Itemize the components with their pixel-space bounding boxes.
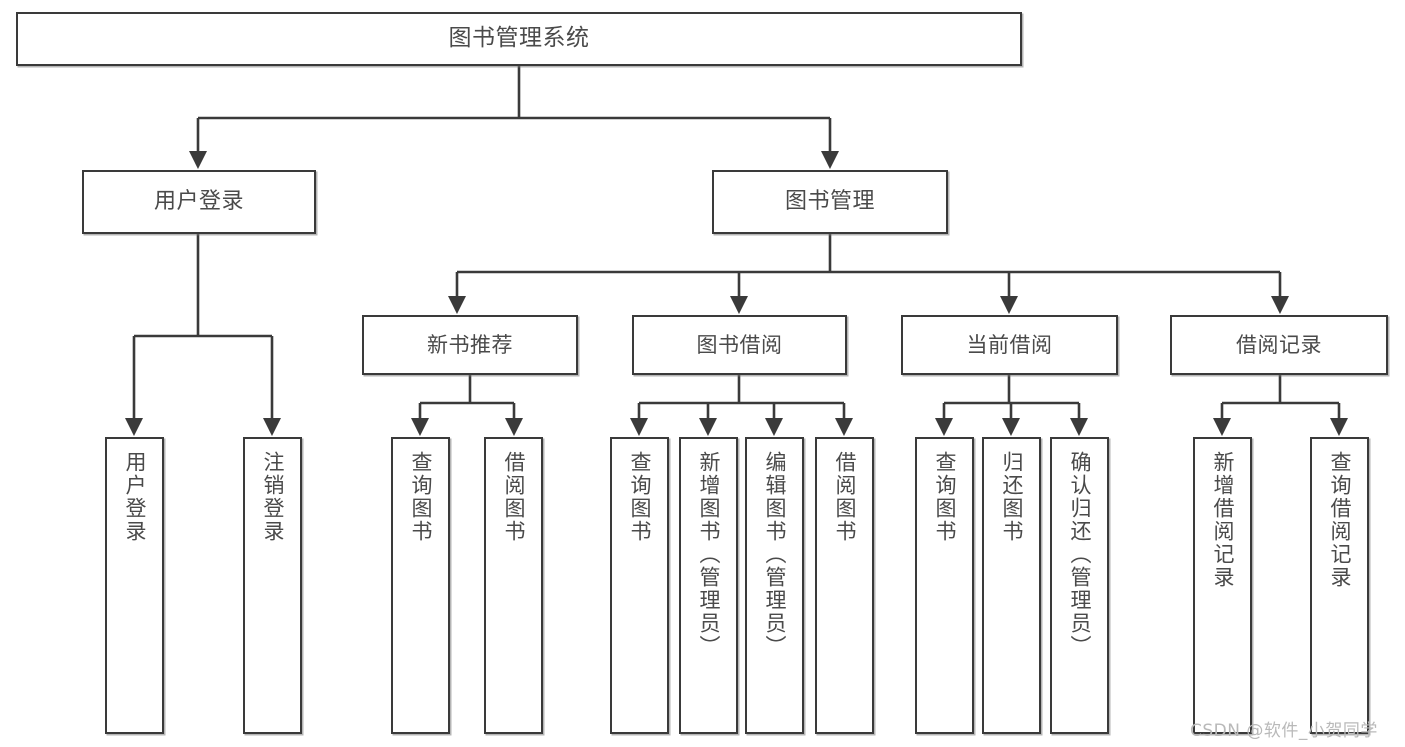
- node-book-management-label: 图书管理: [784, 189, 875, 215]
- csdn-watermark: CSDN @软件_小贺同学: [1190, 721, 1378, 741]
- leaf-edit-book-admin[interactable]: 编辑图书（管理员）: [745, 437, 804, 734]
- leaf-logout-label: 注销登录: [260, 451, 285, 543]
- leaf-query-book-current[interactable]: 查询图书: [915, 437, 974, 734]
- leaf-edit-book-admin-label: 编辑图书（管理员）: [762, 451, 787, 658]
- leaf-borrow-book-label: 借阅图书: [832, 451, 857, 543]
- node-root-label: 图书管理系统: [448, 25, 590, 52]
- node-current-borrow[interactable]: 当前借阅: [901, 315, 1118, 375]
- node-current-borrow-label: 当前借阅: [966, 332, 1053, 357]
- node-user-login[interactable]: 用户登录: [82, 170, 316, 234]
- node-book-borrow[interactable]: 图书借阅: [632, 315, 847, 375]
- node-root[interactable]: 图书管理系统: [16, 12, 1022, 66]
- leaf-user-login-label: 用户登录: [122, 451, 147, 543]
- leaf-logout[interactable]: 注销登录: [243, 437, 302, 734]
- node-borrow-records-label: 借阅记录: [1236, 332, 1322, 357]
- node-user-login-label: 用户登录: [153, 189, 244, 215]
- node-book-borrow-label: 图书借阅: [696, 332, 783, 357]
- leaf-borrow-book-recommend[interactable]: 借阅图书: [484, 437, 543, 734]
- leaf-query-borrow-record-label: 查询借阅记录: [1327, 451, 1352, 589]
- leaf-add-borrow-record[interactable]: 新增借阅记录: [1193, 437, 1252, 734]
- node-new-book-recommend[interactable]: 新书推荐: [362, 315, 578, 375]
- leaf-borrow-book[interactable]: 借阅图书: [815, 437, 874, 734]
- leaf-query-book-recommend-label: 查询图书: [408, 451, 433, 543]
- leaf-user-login[interactable]: 用户登录: [105, 437, 164, 734]
- leaf-query-borrow-record[interactable]: 查询借阅记录: [1310, 437, 1369, 734]
- leaf-confirm-return-admin-label: 确认归还（管理员）: [1067, 451, 1092, 658]
- node-new-book-recommend-label: 新书推荐: [427, 332, 513, 357]
- leaf-query-book-current-label: 查询图书: [932, 451, 957, 543]
- leaf-add-book-admin[interactable]: 新增图书（管理员）: [679, 437, 738, 734]
- leaf-query-book-recommend[interactable]: 查询图书: [391, 437, 450, 734]
- leaf-return-book[interactable]: 归还图书: [982, 437, 1041, 734]
- leaf-borrow-book-recommend-label: 借阅图书: [501, 451, 526, 543]
- leaf-confirm-return-admin[interactable]: 确认归还（管理员）: [1050, 437, 1109, 734]
- leaf-query-book-borrow-label: 查询图书: [627, 451, 652, 543]
- leaf-query-book-borrow[interactable]: 查询图书: [610, 437, 669, 734]
- leaf-add-borrow-record-label: 新增借阅记录: [1210, 451, 1235, 589]
- leaf-add-book-admin-label: 新增图书（管理员）: [696, 451, 721, 658]
- node-book-management[interactable]: 图书管理: [712, 170, 948, 234]
- node-borrow-records[interactable]: 借阅记录: [1170, 315, 1388, 375]
- leaf-return-book-label: 归还图书: [999, 451, 1024, 543]
